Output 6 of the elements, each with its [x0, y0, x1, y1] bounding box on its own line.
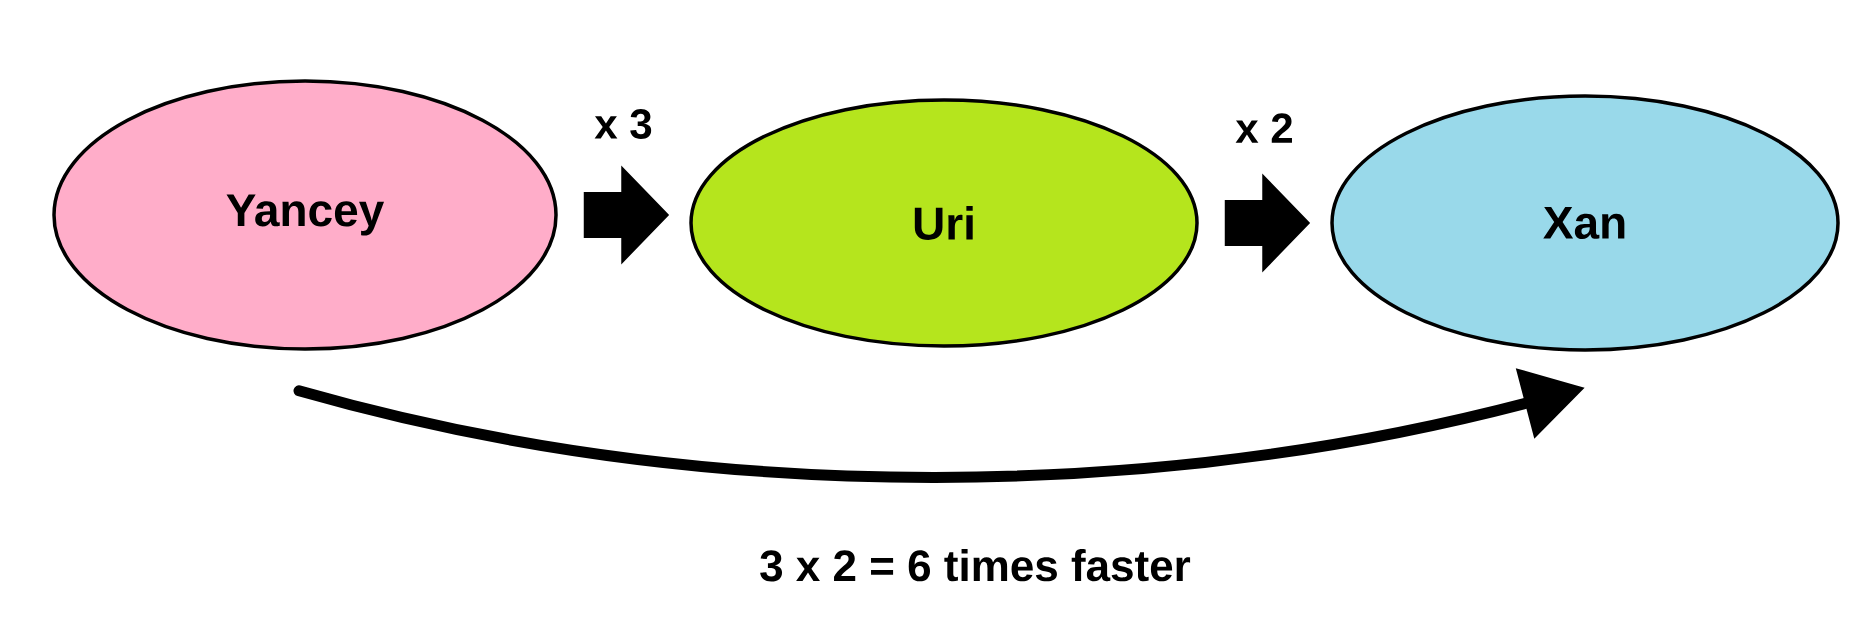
- edge-label: 3 x 2 = 6 times faster: [760, 549, 1191, 582]
- edge-label: x 3: [594, 109, 652, 139]
- ellipse-node: Uri: [689, 98, 1199, 348]
- ellipse-node: Yancey: [52, 79, 558, 351]
- edge-label: x 2: [1235, 113, 1292, 143]
- ellipse-node: Xan: [1330, 94, 1840, 352]
